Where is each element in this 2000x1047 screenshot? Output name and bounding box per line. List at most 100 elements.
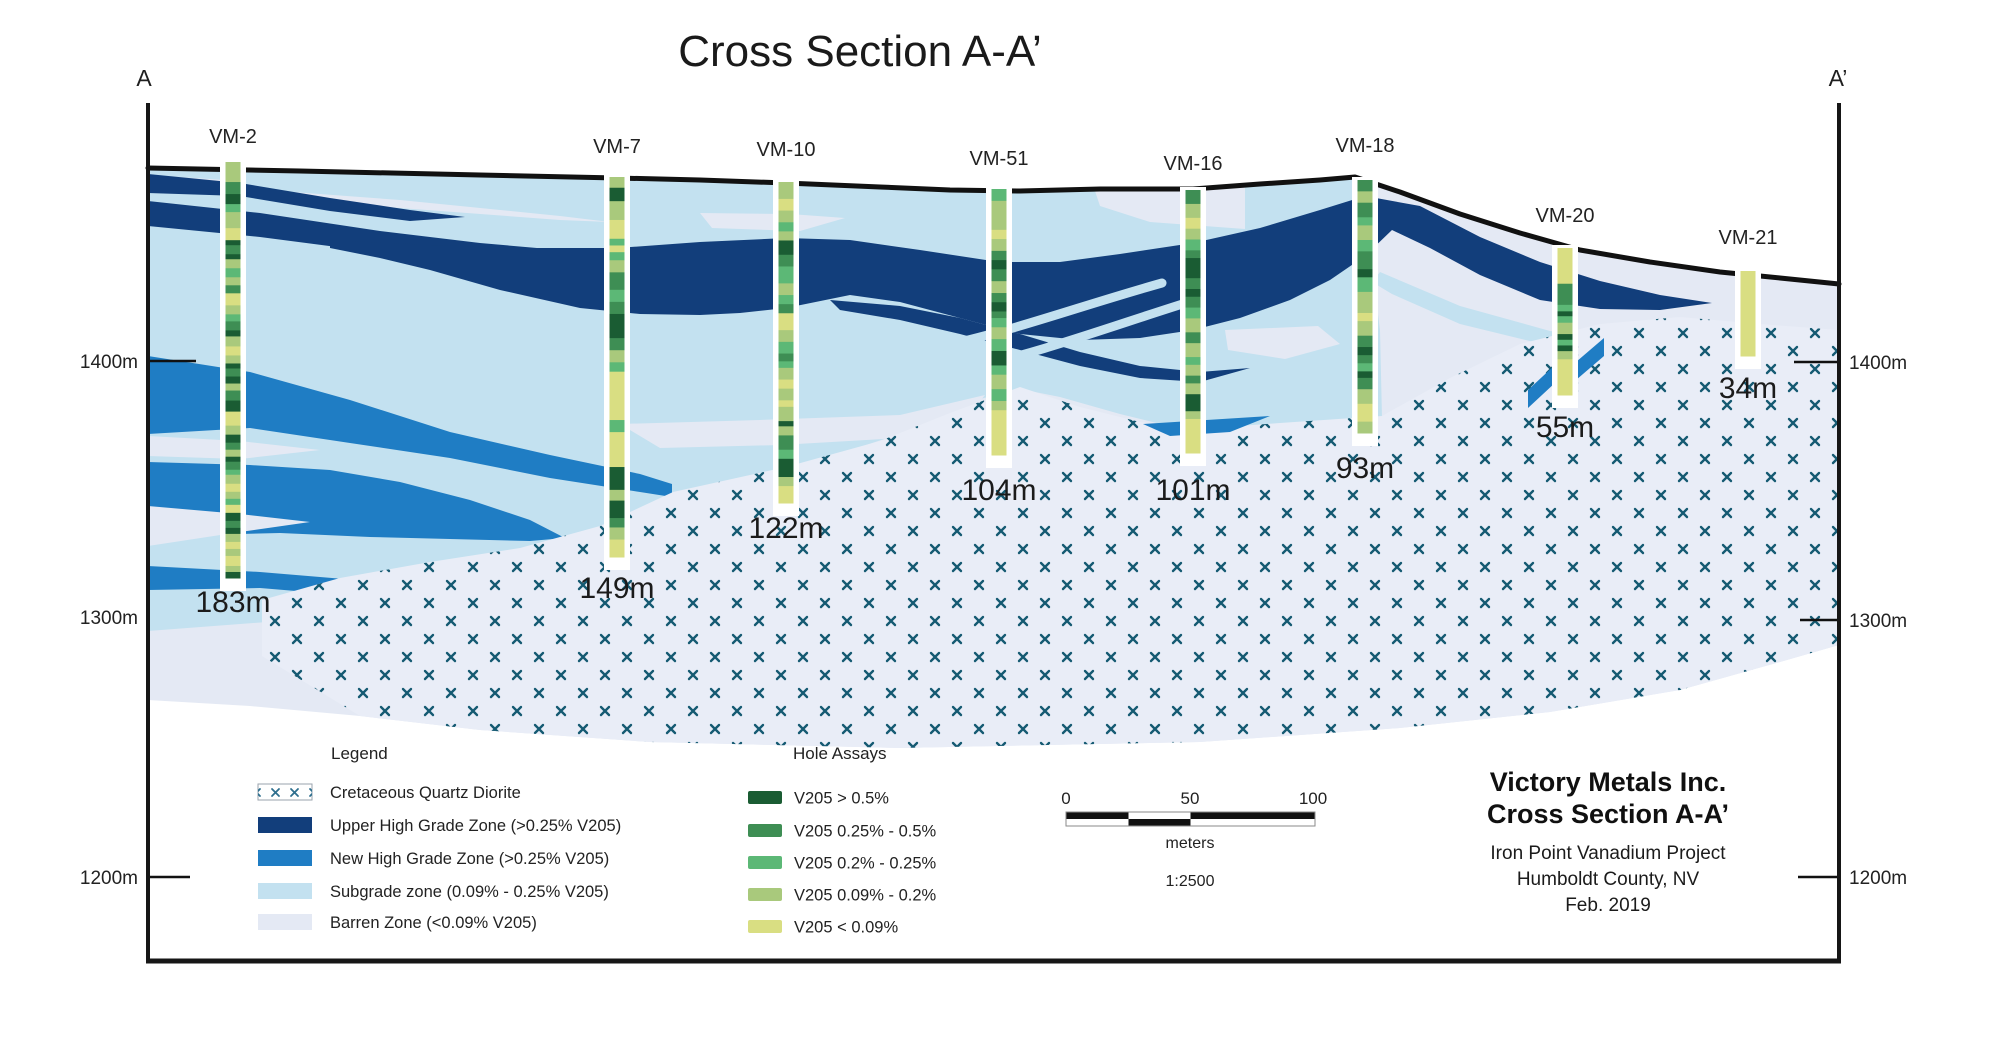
assay-interval <box>1557 339 1573 346</box>
assay-interval <box>609 350 625 363</box>
assay-interval <box>1357 240 1373 252</box>
assay-interval <box>609 500 625 519</box>
hole-assays-item-label: V205 0.09% - 0.2% <box>794 887 937 905</box>
assay-interval <box>225 277 241 286</box>
assay-interval <box>225 469 241 476</box>
assay-interval <box>225 461 241 471</box>
assay-interval <box>991 239 1007 252</box>
zone-new-high-grade-sliver <box>1576 338 1604 380</box>
legend-swatch <box>258 883 312 899</box>
assay-interval <box>778 198 794 212</box>
assay-interval <box>778 435 794 451</box>
assay-interval <box>225 228 241 241</box>
assay-interval <box>1357 180 1373 192</box>
project-date: Feb. 2019 <box>1565 895 1651 916</box>
assay-interval <box>991 200 1007 231</box>
assay-interval <box>991 293 1007 303</box>
assay-interval <box>1357 217 1373 226</box>
assay-interval <box>225 449 241 458</box>
legend-swatch <box>258 817 312 833</box>
assay-interval <box>778 182 794 200</box>
assay-interval <box>609 289 625 303</box>
assay-interval <box>1357 251 1373 270</box>
scale-label-0: 0 <box>1061 789 1070 808</box>
assay-interval <box>1185 332 1201 344</box>
assay-interval <box>1557 345 1573 352</box>
assay-interval <box>225 259 241 269</box>
assay-interval <box>778 341 794 355</box>
hole-assays-swatch <box>748 824 782 837</box>
legend-item: Subgrade zone (0.09% - 0.25% V205) <box>258 883 609 901</box>
assay-interval <box>991 350 1007 366</box>
assay-interval <box>225 245 241 255</box>
hole-assays-swatch <box>748 920 782 933</box>
assay-interval <box>609 219 625 240</box>
project-location: Humboldt County, NV <box>1517 869 1700 890</box>
assay-interval <box>991 401 1007 411</box>
assay-interval <box>609 527 625 541</box>
assay-interval <box>225 314 241 322</box>
assay-interval <box>1357 202 1373 218</box>
assay-interval <box>1357 312 1373 322</box>
axis-label-left-1300: 1300m <box>80 608 138 629</box>
assay-interval <box>1185 343 1201 358</box>
assay-interval <box>991 302 1007 312</box>
company-name: Victory Metals Inc. <box>1490 767 1727 797</box>
assay-interval <box>778 477 794 487</box>
assay-interval <box>609 489 625 502</box>
assay-interval <box>1185 411 1201 420</box>
assay-interval <box>1185 190 1201 205</box>
assay-interval <box>778 240 794 256</box>
legend-title: Legend <box>331 744 388 763</box>
hole-depth-label: 149m <box>579 572 654 605</box>
assay-interval <box>1185 418 1201 454</box>
assay-interval <box>225 204 241 213</box>
assay-interval <box>1557 351 1573 360</box>
assay-interval <box>225 400 241 413</box>
assay-interval <box>609 238 625 246</box>
zone-new-high-grade <box>148 356 672 497</box>
scale-bar: 0 50 100 meters 1:2500 <box>1061 789 1327 890</box>
assay-interval <box>778 449 794 460</box>
hole-depth-label: 183m <box>195 586 270 619</box>
assay-interval <box>991 281 1007 294</box>
assay-interval <box>1357 335 1373 348</box>
assay-interval <box>1357 377 1373 390</box>
assay-interval <box>609 432 625 468</box>
assay-interval <box>778 388 794 401</box>
assay-interval <box>1357 225 1373 241</box>
drill-holes: VM-2183mVM-7149mVM-10122mVM-51104mVM-161… <box>195 126 1777 619</box>
axis-label-left-1200: 1200m <box>80 868 138 889</box>
hole-depth-label: 34m <box>1719 372 1777 405</box>
assay-interval <box>609 362 625 373</box>
assay-interval <box>225 346 241 356</box>
assay-interval <box>225 254 241 260</box>
assay-interval <box>1185 357 1201 366</box>
assay-interval <box>225 390 241 402</box>
zone-diorite-pattern <box>262 317 1839 748</box>
assay-interval <box>225 330 241 337</box>
assay-interval <box>1185 289 1201 298</box>
assay-interval <box>225 442 241 451</box>
hole-label: VM-51 <box>970 148 1029 170</box>
legend-swatch-pattern <box>258 784 312 800</box>
hole-assays-title: Hole Assays <box>793 744 887 763</box>
assay-interval <box>609 301 625 315</box>
scale-segment <box>1128 812 1191 819</box>
assay-interval <box>991 318 1007 328</box>
zone-barren-lens <box>252 189 610 222</box>
assay-interval <box>1357 347 1373 356</box>
assay-interval <box>991 365 1007 376</box>
subgrade-swoosh <box>933 278 1167 352</box>
hole-label: VM-16 <box>1164 153 1223 175</box>
legend-swatch <box>258 850 312 866</box>
assay-interval <box>1185 296 1201 309</box>
assay-interval <box>991 327 1007 340</box>
assay-interval <box>225 555 241 567</box>
axis-label-right-1300: 1300m <box>1849 611 1907 632</box>
assay-interval <box>225 512 241 522</box>
assay-interval <box>225 520 241 529</box>
zone-barren-lens <box>620 395 985 448</box>
